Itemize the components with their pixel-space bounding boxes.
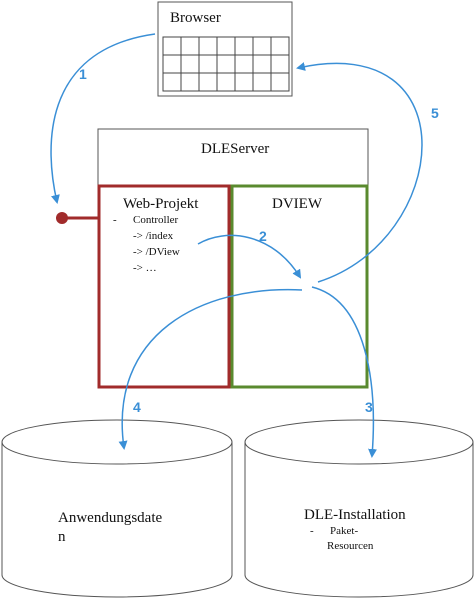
step-label-1: 1 <box>79 66 87 82</box>
browser-title: Browser <box>170 10 221 26</box>
flow-arrow-2 <box>197 234 302 279</box>
dleserver-title: DLEServer <box>201 141 269 157</box>
db-left-label-line1: Anwendungsdate <box>58 510 162 526</box>
step-label-4: 4 <box>133 399 141 415</box>
db-right-top <box>244 419 474 465</box>
step-label-2: 2 <box>259 228 267 244</box>
browser-grid-icon <box>162 36 290 92</box>
flow-arrow-5 <box>296 62 423 283</box>
db-dle-installation: DLE-Installation - Paket- Resourcen <box>244 419 474 598</box>
db-left-top <box>1 419 233 465</box>
dview-frame <box>230 184 369 389</box>
browser-frame <box>157 1 293 97</box>
web-projekt-node: Web-Projekt - Controller -> /index -> /D… <box>97 184 231 389</box>
connector-knob <box>56 212 68 224</box>
web-projekt-line-dview: -> /DView <box>133 246 180 258</box>
web-projekt-title: Web-Projekt <box>123 196 199 212</box>
web-projekt-line-ellipsis: -> … <box>133 262 157 274</box>
dview-node: DVIEW <box>230 184 369 389</box>
db-left-body <box>1 442 233 598</box>
browser-node: Browser <box>157 1 293 97</box>
db-right-title: DLE-Installation <box>304 507 406 523</box>
step-label-3: 3 <box>365 399 373 415</box>
db-anwendungsdaten: Anwendungsdate n <box>1 419 233 598</box>
interface-connector <box>56 212 99 224</box>
flow-arrow-4 <box>118 288 303 450</box>
db-left-label-line2: n <box>58 529 66 545</box>
web-projekt-frame <box>97 184 231 389</box>
db-right-body <box>244 442 474 598</box>
web-projekt-bullet: - <box>113 214 117 226</box>
db-right-sub-line1: Paket- <box>330 525 358 537</box>
db-right-bullet: - <box>310 525 314 537</box>
flow-arrow-1 <box>50 33 156 204</box>
web-projekt-line-controller: Controller <box>133 214 179 226</box>
dview-title: DVIEW <box>272 196 323 212</box>
web-projekt-line-index: -> /index <box>133 230 174 242</box>
flow-arrow-3 <box>311 286 378 458</box>
db-right-sub-line2: Resourcen <box>327 540 374 552</box>
step-label-5: 5 <box>431 105 439 121</box>
